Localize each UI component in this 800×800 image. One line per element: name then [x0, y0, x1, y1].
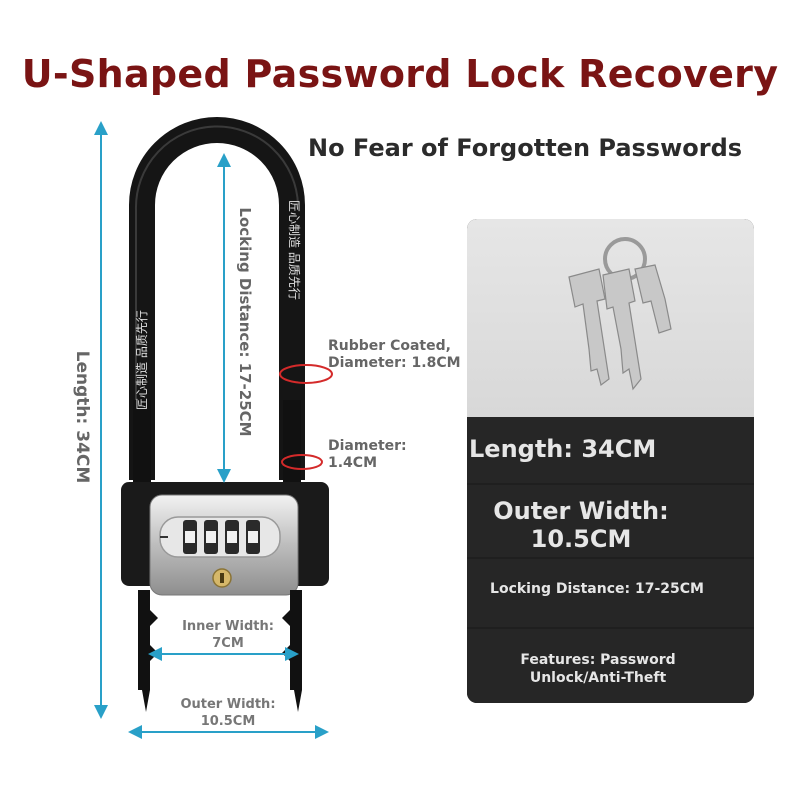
length-label: Length: 34CM — [72, 350, 92, 484]
keys-icon — [568, 237, 672, 391]
left-leg — [138, 590, 158, 712]
dials — [183, 520, 260, 554]
spec-features-row: Features: Password Unlock/Anti-Theft — [467, 629, 754, 703]
spec-outer-width-row: Outer Width: 10.5CM — [467, 485, 754, 557]
spec-length-row: Length: 34CM — [467, 417, 754, 483]
keys-photo — [467, 219, 754, 417]
right-bar — [283, 400, 301, 490]
rubber-coated-note: Rubber Coated, Diameter: 1.8CM — [328, 338, 461, 371]
left-bar — [133, 400, 151, 490]
locking-distance-label: Locking Distance: 17-25CM — [236, 207, 254, 437]
spec-outer-width: Outer Width: 10.5CM — [493, 497, 669, 553]
spec-locking-distance: Locking Distance: 17-25CM — [490, 581, 704, 597]
shackle — [129, 117, 305, 480]
outer-width-label: Outer Width: 10.5CM — [180, 697, 276, 729]
spec-features: Features: Password Unlock/Anti-Theft — [520, 652, 676, 686]
shackle-print-right: 匠心制造 品质先行 — [287, 200, 301, 300]
spec-panel: Length: 34CM Outer Width: 10.5CM Locking… — [467, 219, 754, 703]
spec-locking-distance-row: Locking Distance: 17-25CM — [467, 559, 754, 627]
page-title: U-Shaped Password Lock Recovery — [21, 52, 779, 96]
inner-width-label: Inner Width: 7CM — [182, 619, 274, 651]
rubber-diameter-ring — [279, 364, 333, 384]
spec-length: Length: 34CM — [469, 435, 657, 463]
bar-diameter-ring — [281, 454, 323, 470]
combination-dials — [159, 516, 281, 558]
page-subtitle: No Fear of Forgotten Passwords — [308, 134, 743, 162]
diameter-note: Diameter: 1.4CM — [328, 438, 407, 471]
shackle-print-left: 匠心制造 品质先行 — [135, 310, 149, 410]
